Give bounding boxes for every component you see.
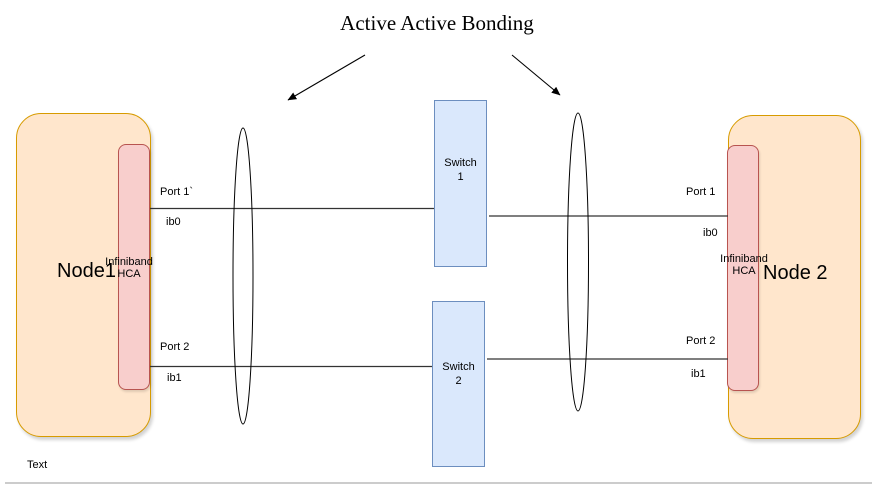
node2-box: Infiniband HCA Node 2 [720, 115, 861, 439]
title-arrow-right [511, 54, 561, 96]
node1-infiniband-hca-box [118, 144, 150, 390]
node2-label: Node 2 [763, 262, 828, 284]
title-arrow-left [287, 54, 366, 101]
switch1-box: Switch 1 [434, 100, 487, 267]
node1-ib0-label: ib0 [166, 216, 181, 228]
bond-ellipse-left [232, 127, 254, 425]
node2-port2-label: Port 2 [686, 335, 716, 347]
node2-port1-label: Port 1 [686, 186, 716, 198]
diagram-title: Active Active Bonding [340, 11, 534, 35]
node1-ib1-label: ib1 [167, 372, 182, 384]
node2-ib1-label: ib1 [691, 368, 706, 380]
node1-infiniband-hca-label: Infiniband HCA [105, 256, 153, 280]
node1-port2-label: Port 2 [160, 341, 190, 353]
node1-label: Node1 [57, 260, 116, 282]
footer-text-label: Text [27, 459, 48, 471]
bond-ellipse-right [567, 112, 589, 412]
node2-infiniband-hca-box [727, 145, 759, 391]
node2-ib0-label: ib0 [703, 227, 718, 239]
node1-box: Infiniband HCA Node1 [16, 113, 153, 437]
node1-port1-label: Port 1` [160, 186, 194, 198]
switch2-box: Switch 2 [432, 301, 485, 467]
node2-infiniband-hca-label: Infiniband HCA [720, 253, 768, 277]
